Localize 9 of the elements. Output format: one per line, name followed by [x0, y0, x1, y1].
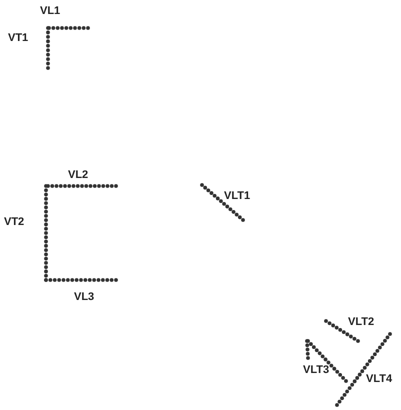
line-label: VL3 [74, 291, 94, 303]
line-label: VLT3 [303, 364, 330, 376]
line-label: VLT4 [366, 373, 392, 385]
line-label: VLT2 [348, 316, 374, 328]
line-label: VL1 [40, 5, 60, 17]
line-label: VLT1 [224, 190, 250, 202]
line-label: VT2 [4, 216, 24, 228]
line-label: VL2 [68, 169, 88, 181]
line-label: VT1 [8, 32, 28, 44]
